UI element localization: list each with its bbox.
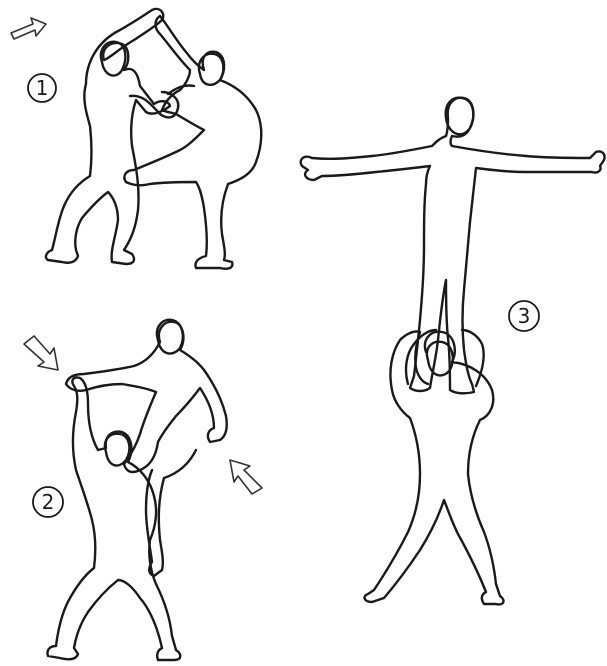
figure-2-flyer <box>66 322 227 472</box>
step-number-badge-2: 2 <box>33 487 63 517</box>
push-arrow-icon <box>11 18 46 39</box>
step-1-group: 1 <box>11 9 261 269</box>
step-3-group: 3 <box>301 98 605 605</box>
figure-3-flyer <box>301 98 605 394</box>
figure-3-flyer-head <box>446 98 474 135</box>
figure-1-flyer <box>124 16 261 269</box>
step-number-badge-1: 1 <box>28 74 56 102</box>
step-number-badge-3: 3 <box>509 301 539 331</box>
figure-2-flyer-head <box>157 320 183 354</box>
step-2-group: 2 <box>24 320 262 660</box>
step-number-2: 2 <box>42 490 55 514</box>
push-arrow-icon <box>230 460 262 494</box>
push-arrow-icon <box>24 336 58 370</box>
step-number-1: 1 <box>36 76 49 100</box>
figure-2-base <box>47 377 180 660</box>
step-number-3: 3 <box>518 304 531 328</box>
figure-1-base <box>46 9 170 264</box>
figure-3-base-arms <box>406 330 484 386</box>
figure-2-flyer-leg <box>146 450 196 576</box>
